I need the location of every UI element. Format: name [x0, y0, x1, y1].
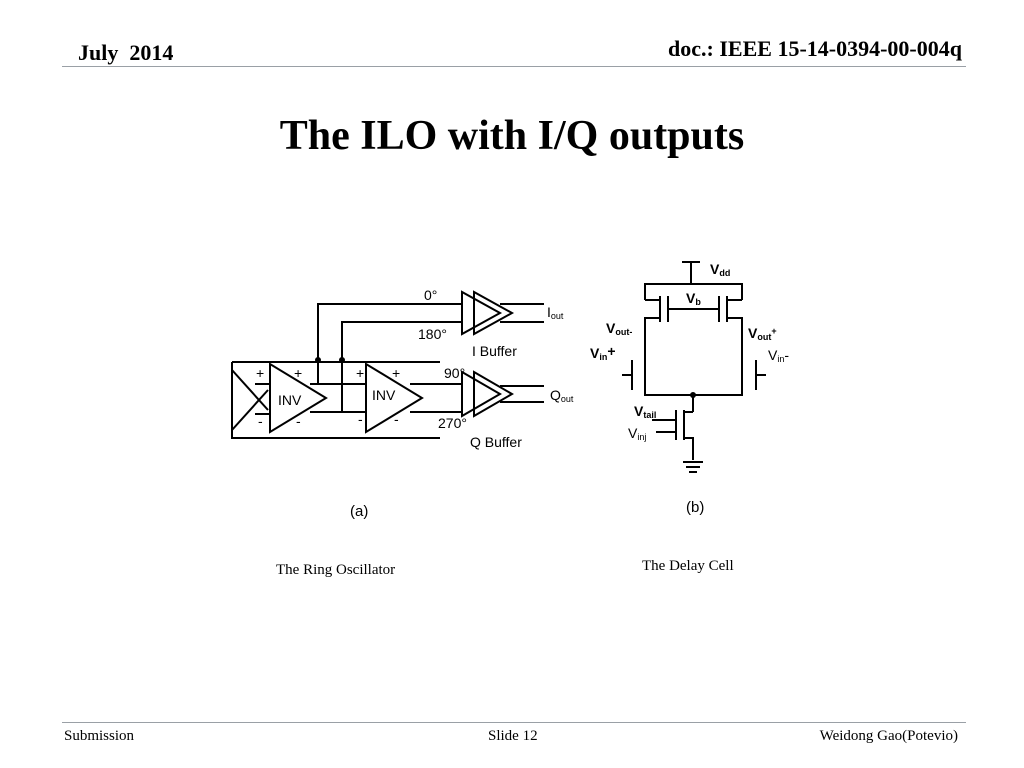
vb-label: Vb [686, 290, 701, 307]
pmos-right-source [727, 317, 743, 370]
footer-submission: Submission [64, 728, 135, 744]
figure-a-label: (a) [350, 503, 368, 520]
vinj-label: Vinj [628, 425, 646, 442]
slide-title: The ILO with I/Q outputs [279, 113, 745, 159]
minus-sign: - [296, 413, 301, 429]
delay-cell-dots [690, 392, 696, 398]
q-buffer-symbol [461, 370, 502, 418]
vin-minus-label: Vin- [768, 347, 789, 364]
junction-dot [690, 392, 696, 398]
ring-feedback-wire [231, 362, 440, 439]
ring-cross-wire [231, 369, 269, 411]
footer-slide-number: Slide 12 [488, 728, 538, 744]
q-out-label: Qout [550, 387, 574, 404]
i-buffer-symbol-inner [473, 290, 515, 336]
top-rail [644, 283, 743, 300]
delay-cell-caption: The Delay Cell [642, 558, 734, 574]
i-buffer-symbol [461, 290, 503, 336]
ring-junction-dots [315, 357, 345, 363]
minus-sign: - [394, 411, 399, 427]
i-out-label: Iout [547, 304, 564, 321]
footer-divider [62, 722, 966, 723]
vdd-label: Vdd [710, 261, 730, 278]
vout-minus-label: Vout- [606, 320, 632, 337]
inv1-label: INV [278, 392, 302, 408]
ring-cross-wire [231, 389, 269, 431]
phase-0-label: 0° [424, 287, 437, 303]
i-buffer-label: I Buffer [472, 343, 517, 359]
junction-dot [315, 357, 321, 363]
delay-cell-labels: Vdd Vb Vout- Vout+ Vin+ Vin- Vtail Vinj … [590, 261, 789, 516]
plus-sign: + [392, 365, 400, 381]
header-date: July 2014 [78, 40, 174, 65]
inv2-label: INV [372, 387, 396, 403]
minus-sign: - [358, 411, 363, 427]
vout-plus-label: Vout+ [748, 325, 777, 342]
minus-sign: - [258, 413, 263, 429]
inverter-1 [269, 362, 328, 434]
tail-source [684, 437, 694, 460]
pmos-left-source [644, 317, 660, 370]
ring-labels: 0° 180° 90° 270° INV INV + + + + - - - -… [256, 287, 574, 520]
junction-dot [339, 357, 345, 363]
phase-180-label: 180° [418, 326, 447, 342]
header-divider [62, 66, 966, 67]
plus-sign: + [256, 365, 264, 381]
q-buffer-symbol-inner [473, 370, 514, 418]
ring-oscillator-caption: The Ring Oscillator [276, 562, 396, 578]
phase-270-label: 270° [438, 415, 467, 431]
ring-oscillator-diagram [231, 290, 544, 439]
figure-b-label: (b) [686, 499, 704, 516]
q-buffer-label: Q Buffer [470, 434, 522, 450]
header-doc-id: doc.: IEEE 15-14-0394-00-004q [668, 36, 962, 61]
vin-plus-label: Vin+ [590, 343, 616, 362]
inverter-2 [365, 362, 424, 434]
tap-0deg-wire [317, 303, 462, 384]
footer-author: Weidong Gao(Potevio) [819, 728, 958, 744]
plus-sign: + [294, 365, 302, 381]
phase-90-label: 90° [444, 365, 465, 381]
schematic-figure: 0° 180° 90° 270° INV INV + + + + - - - -… [231, 261, 789, 520]
tap-180deg-wire [341, 321, 462, 412]
vtail-label: Vtail [634, 403, 656, 420]
plus-sign: + [356, 365, 364, 381]
